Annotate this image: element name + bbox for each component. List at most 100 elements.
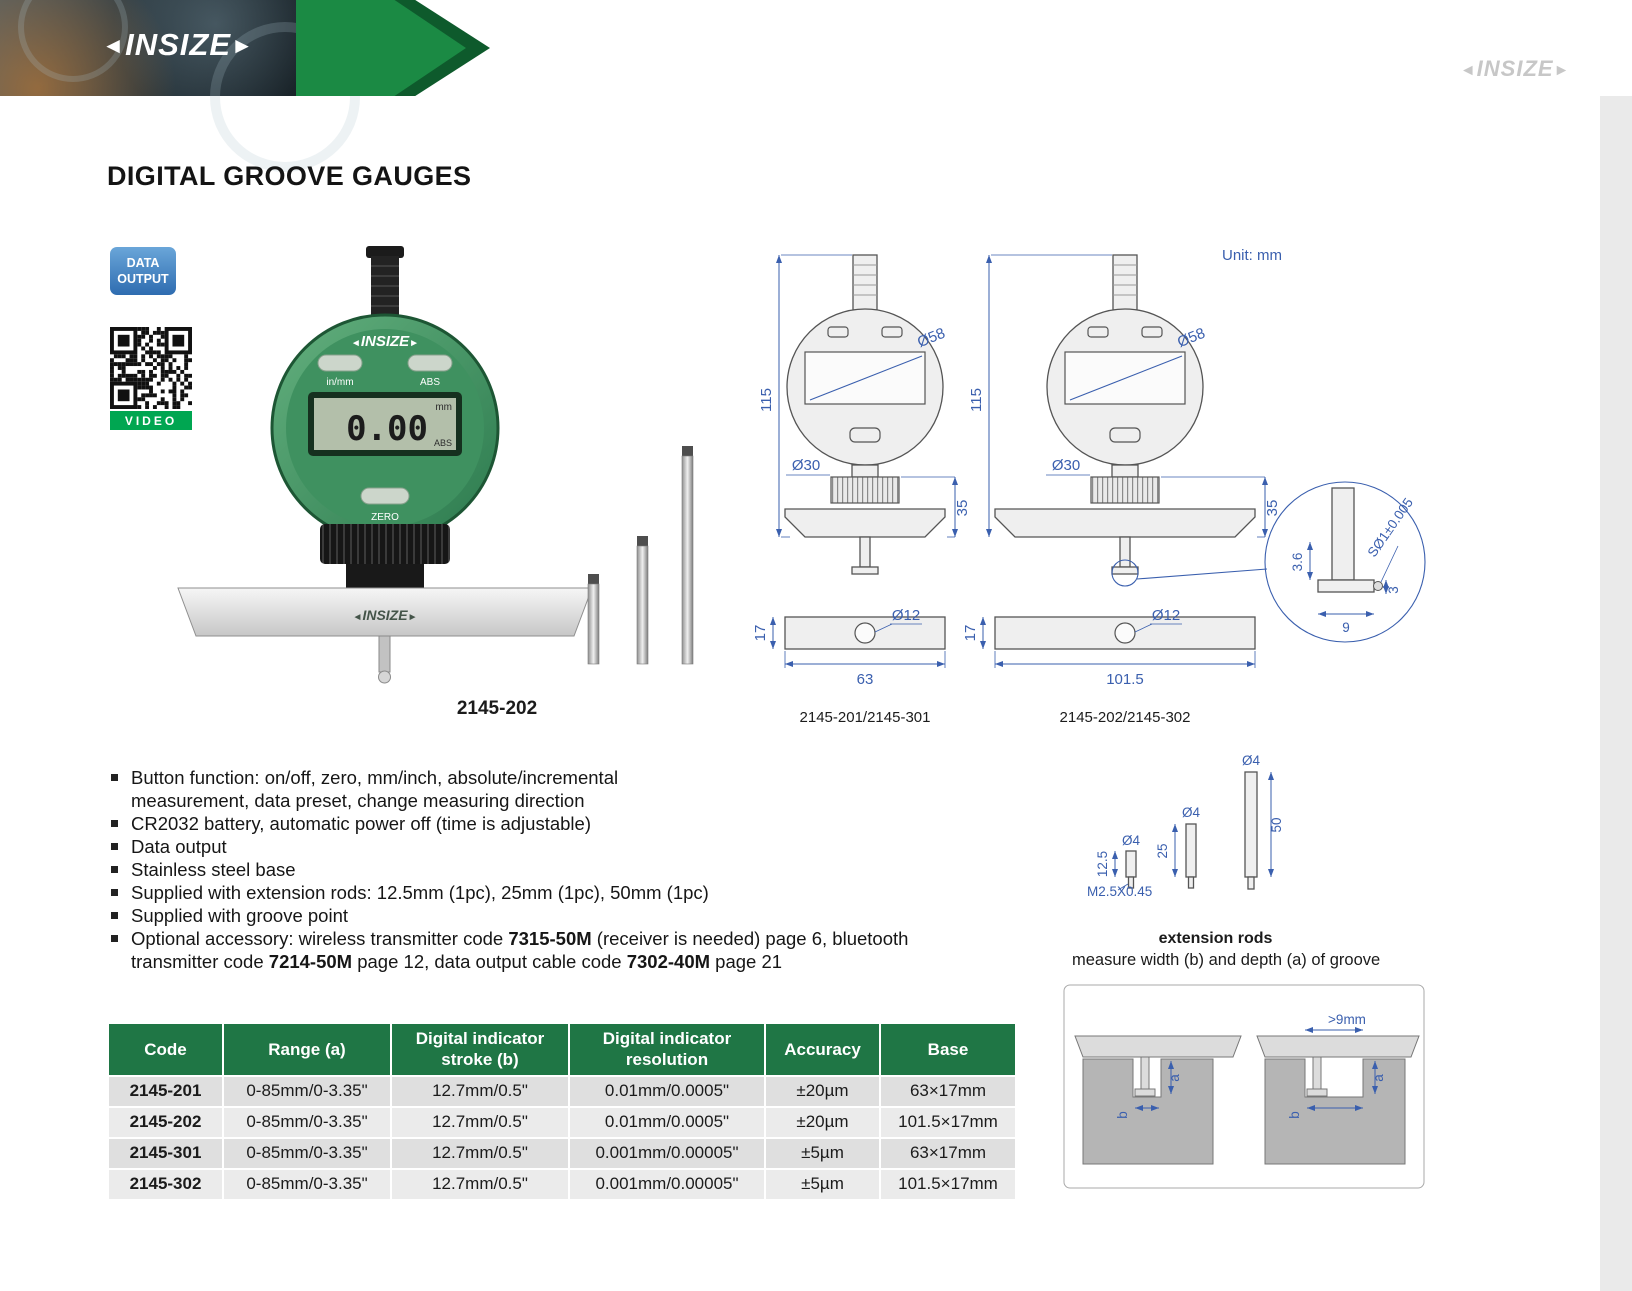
cell-accuracy: ±20µm [764,1074,881,1108]
unit-note: Unit: mm [1222,247,1282,264]
cell-range: 0-85mm/0-3.35" [222,1105,392,1139]
watermark-left-arrow-icon: ◄ [1460,62,1477,79]
feature-text: page 21 [710,951,783,972]
label-depth-a: a [1167,1074,1182,1082]
logo-text: INSIZE [125,27,231,62]
dim-thread: M2.5X0.45 [1087,884,1152,899]
col-header-code: Code [107,1022,224,1077]
cell-range: 0-85mm/0-3.35" [222,1074,392,1108]
dim-115: 115 [758,388,775,412]
dim-nut-30: Ø30 [1052,457,1080,474]
header-chevron [296,0,466,96]
qr-code [110,327,192,409]
insize-logo: ◄INSIZE► [102,27,254,63]
dim-hole-12: Ø12 [892,607,920,624]
rod-50mm: 50 Ø4 [1242,753,1284,890]
label-width-b: b [1115,1111,1130,1119]
cell-resolution: 0.001mm/0.00005" [568,1167,766,1201]
spec-row-2145-201: 2145-201 0-85mm/0-3.35" 12.7mm/0.5" 0.01… [107,1074,1017,1108]
lcd-display: mm 0.00 ABS [308,392,462,456]
data-output-line1: DATA [126,255,160,270]
col-header-accuracy: Accuracy [764,1022,881,1077]
gauge-face-logo: ◄INSIZE► [351,333,419,350]
logo-right-arrow-icon: ► [231,33,255,58]
video-qr-block: VIDEO [110,327,192,430]
dim-base-h-17: 17 [962,625,979,642]
knurled-clamp [320,524,450,588]
drawing-2145-201: 115 Ø58 Ø30 35 Ø12 [752,254,971,726]
feature-text: Optional accessory: wireless transmitter… [131,928,509,949]
spec-row-2145-202: 2145-202 0-85mm/0-3.35" 12.7mm/0.5" 0.01… [107,1105,1017,1139]
cell-code: 2145-302 [107,1167,224,1201]
inmm-button-label: in/mm [326,377,353,388]
cell-code: 2145-301 [107,1136,224,1170]
feature-text: Button function: on/off, zero, mm/inch, … [131,767,619,811]
feature-item: Supplied with extension rods: 12.5mm (1p… [109,881,1039,904]
cell-base: 63×17mm [879,1074,1017,1108]
feature-item-optional-accessory: Optional accessory: wireless transmitter… [109,927,924,973]
label-depth-a: a [1371,1074,1386,1082]
technical-drawings: Unit: mm 115 Ø58 Ø30 35 [752,247,1426,726]
dim-rod-50: 50 [1269,817,1284,832]
data-output-line2: OUTPUT [117,272,169,286]
feature-item: Data output [109,835,1039,858]
cell-resolution: 0.01mm/0.0005" [568,1105,766,1139]
page-title: DIGITAL GROOVE GAUGES [107,161,472,191]
cell-base: 63×17mm [879,1136,1017,1170]
probe-tip-detail: 3.6 SØ1±0.005 3 9 [1264,481,1426,643]
drawing-b-caption: 2145-202/2145-302 [1060,709,1191,726]
groove-left-section: a b [1074,1035,1242,1165]
logo-left-arrow-icon: ◄ [102,33,126,58]
spec-row-2145-301: 2145-301 0-85mm/0-3.35" 12.7mm/0.5" 0.00… [107,1136,1017,1170]
feature-list: Button function: on/off, zero, mm/inch, … [109,766,1039,973]
cell-accuracy: ±5µm [764,1136,881,1170]
gauge-stem [366,246,404,320]
feature-item: CR2032 battery, automatic power off (tim… [109,812,1039,835]
dim-rod1-dia: Ø4 [1122,833,1141,848]
spec-row-2145-302: 2145-302 0-85mm/0-3.35" 12.7mm/0.5" 0.00… [107,1167,1017,1201]
video-label: VIDEO [110,411,192,430]
cell-resolution: 0.001mm/0.00005" [568,1136,766,1170]
col-header-base: Base [879,1022,1017,1077]
drawing-a-caption: 2145-201/2145-301 [800,709,931,726]
accessory-code: 7315-50M [508,928,592,949]
dim-base-h-17: 17 [752,625,769,642]
product-photo: ◄INSIZE► in/mm ABS mm 0.00 ABS ZERO ◄INS… [177,246,694,684]
dim-rod3-dia: Ø4 [1242,753,1261,768]
cell-stroke: 12.7mm/0.5" [390,1167,570,1201]
cell-accuracy: ±20µm [764,1105,881,1139]
groove-diagram-caption: measure width (b) and depth (a) of groov… [1072,951,1381,969]
dim-drop-35: 35 [954,500,971,517]
probe [378,635,391,684]
feature-text: (receiver is needed) page 6, bluetooth t… [131,928,909,972]
watermark-right-arrow-icon: ► [1553,62,1571,79]
page-edge-strip [1600,0,1632,1291]
extension-rods-photo [587,446,694,665]
feature-text: Stainless steel base [131,859,296,880]
cell-code: 2145-201 [107,1074,224,1108]
lcd-value: 0.00 [346,409,428,449]
cell-accuracy: ±5µm [764,1167,881,1201]
groove-diagram: a b >9mm a b [1063,984,1425,1189]
lcd-unit: mm [435,402,452,413]
spec-table: Code Range (a) Digital indicator stroke … [107,1022,1017,1201]
dim-rod-12-5: 12.5 [1095,851,1110,877]
extension-rods-caption: extension rods [1158,930,1273,947]
feature-text: CR2032 battery, automatic power off (tim… [131,813,591,834]
feature-text: Data output [131,836,227,857]
rod-12-5mm: 12.5 Ø4 [1095,833,1141,889]
feature-item: Supplied with groove point [109,904,1039,927]
drawing-2145-202: 115 Ø58 Ø30 35 [962,254,1281,726]
dim-3-6: 3.6 [1290,553,1305,572]
dim-base-w-63: 63 [857,671,874,688]
cell-range: 0-85mm/0-3.35" [222,1136,392,1170]
lcd-mode: ABS [434,438,452,448]
cell-base: 101.5×17mm [879,1105,1017,1139]
feature-item: Button function: on/off, zero, mm/inch, … [109,766,709,812]
feature-text: Supplied with groove point [131,905,349,926]
dim-base-w-101: 101.5 [1106,671,1144,688]
col-header-stroke: Digital indicator stroke (b) [390,1022,570,1077]
rod-25mm: 25 Ø4 [1155,805,1200,889]
gauge-buttons: in/mm ABS [317,354,453,388]
